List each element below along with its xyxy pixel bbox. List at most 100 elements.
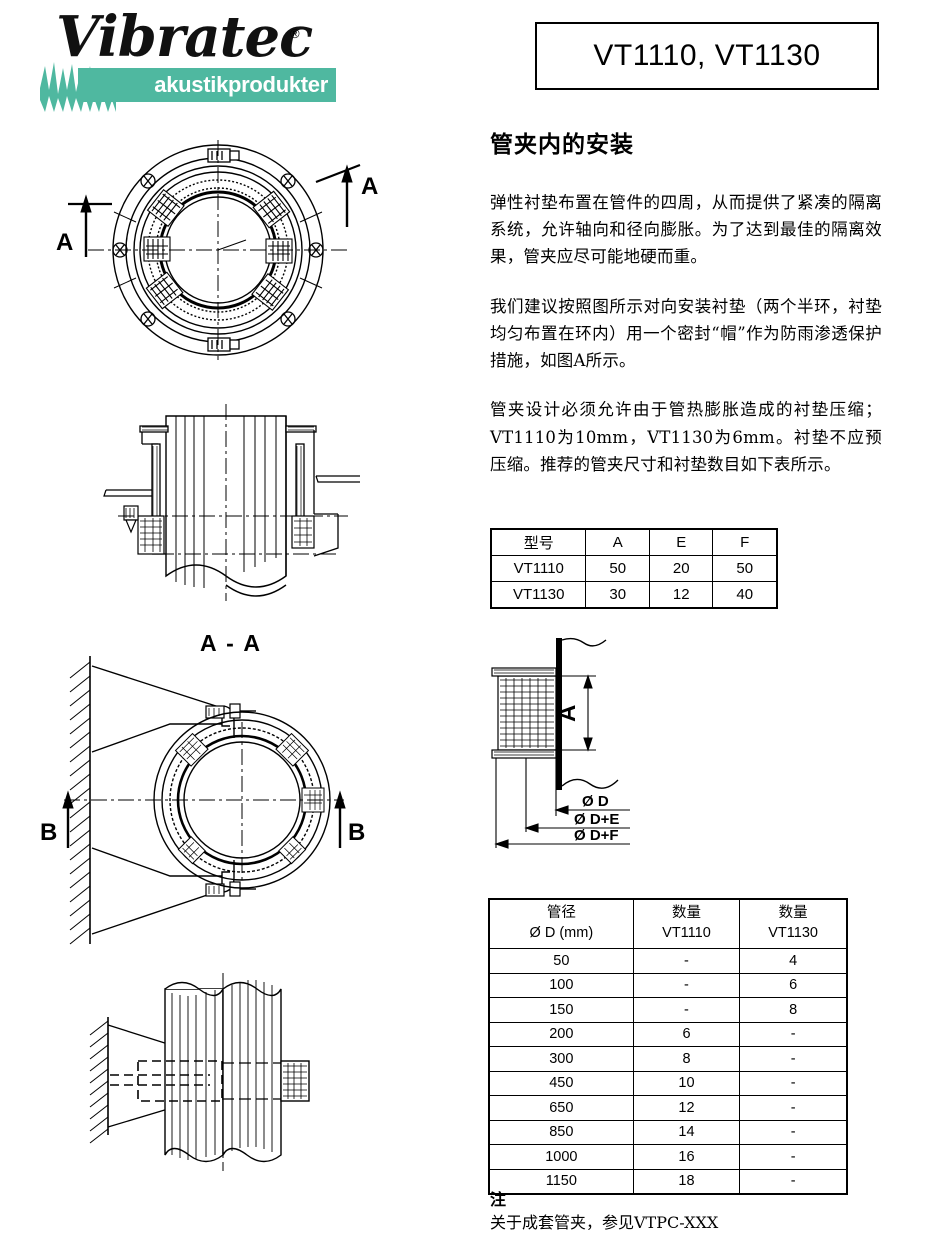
cell-model: VT1130 (490, 581, 587, 609)
dimension-label-d-plus-e: Ø D+E (574, 811, 619, 828)
dimension-d-plus-f (494, 758, 630, 849)
cell-diameter: 1000 (488, 1144, 634, 1170)
cell-e: 12 (648, 581, 714, 609)
cell-qty-vt1110: 18 (632, 1168, 741, 1195)
section-label-b-left: B (40, 819, 57, 846)
figure-dimension-diagram: A Ø D Ø D+E Ø D+F (491, 637, 630, 849)
column-header-a: A (585, 528, 650, 556)
table-row: 50-4 (488, 948, 848, 974)
column-header-model: 型号 (490, 528, 587, 556)
section-label-a-left: A (56, 229, 73, 256)
header-line-2: Ø D (mm) (529, 925, 594, 941)
registered-trademark-icon: ® (290, 26, 300, 41)
dimension-d-plus-e (524, 758, 630, 833)
note-block: 注 关于成套管夹，参见VTPC-XXX (490, 1186, 882, 1234)
header-line-2: VT1130 (768, 925, 818, 941)
cell-qty-vt1130: 6 (739, 972, 848, 998)
cell-diameter: 150 (488, 997, 634, 1023)
cell-diameter: 200 (488, 1021, 634, 1047)
product-title-box: VT1110, VT1130 (535, 22, 879, 90)
section-heading: 管夹内的安装 (490, 131, 634, 158)
cell-qty-vt1130: 8 (739, 997, 848, 1023)
cell-qty-vt1110: 10 (632, 1070, 741, 1096)
table-header-row: 型号 A E F (490, 528, 778, 556)
cell-diameter: 100 (488, 972, 634, 998)
bracket-bolt-bottom (205, 881, 256, 897)
table-row: VT1130 30 12 40 (490, 581, 778, 609)
cell-qty-vt1110: - (632, 972, 741, 998)
pipe-wall (556, 638, 562, 790)
cell-diameter: 650 (488, 1095, 634, 1121)
cell-qty-vt1110: - (632, 948, 741, 974)
content-column: 管夹内的安装 弹性衬垫布置在管件的四周，从而提供了紧凑的隔离系统，允许轴向和径向… (490, 125, 882, 500)
cell-qty-vt1130: - (739, 1021, 848, 1047)
cell-qty-vt1130: 4 (739, 948, 848, 974)
header-line-1: 数量 (671, 905, 701, 922)
table-row: 100-6 (488, 972, 848, 998)
paragraph-2: 我们建议按照图所示对向安装衬垫（两个半环，衬垫均匀布置在环内）用一个密封“帽”作… (490, 296, 882, 371)
section-label-b-right: B (348, 819, 365, 846)
cell-qty-vt1130: - (739, 1144, 848, 1170)
isolator-element (491, 667, 557, 759)
pipe-front (164, 981, 224, 1163)
cell-a: 30 (585, 581, 650, 609)
figure-clamp-front-view: A A (56, 140, 378, 360)
cell-qty-vt1110: - (632, 997, 741, 1023)
cell-diameter: 450 (488, 1070, 634, 1096)
cell-diameter: 50 (488, 948, 634, 974)
cell-e: 20 (648, 555, 714, 582)
header-line-1: 数量 (778, 905, 808, 922)
table-row: 150-8 (488, 997, 848, 1023)
cell-qty-vt1110: 8 (632, 1046, 741, 1072)
table-row: VT1110 50 20 50 (490, 555, 778, 582)
dimension-a (562, 674, 596, 752)
support-arms (103, 475, 360, 497)
wall-hatching (89, 1017, 109, 1144)
wall-hatching (69, 656, 91, 945)
column-header-f: F (712, 528, 778, 556)
page-title: VT1110, VT1130 (593, 39, 821, 72)
dimension-d (554, 758, 630, 816)
column-header-qty-vt1130: 数量 VT1130 (739, 898, 848, 949)
logo-subtitle: akustikprodukter (154, 72, 328, 97)
cell-qty-vt1130: - (739, 1070, 848, 1096)
cell-qty-vt1110: 14 (632, 1119, 741, 1145)
isolator-pad-block (280, 1060, 310, 1102)
logo-wordmark: Vibratec (56, 4, 313, 70)
cell-qty-vt1110: 6 (632, 1021, 741, 1047)
isolator-pads (143, 188, 293, 312)
header-line-1: 管径 (546, 905, 576, 922)
section-marker-a-right (315, 163, 361, 227)
cell-qty-vt1110: 16 (632, 1144, 741, 1170)
isolator-pad-right (291, 515, 315, 549)
cell-a: 50 (585, 555, 650, 582)
cell-diameter: 850 (488, 1119, 634, 1145)
figure-bracket-view: B B (40, 656, 365, 945)
cell-qty-vt1130: - (739, 1168, 848, 1195)
cell-qty-vt1130: - (739, 1119, 848, 1145)
figure-caption-a-a: A - A (200, 630, 262, 656)
brand-logo: Vibratec ® akustikprodukter (38, 4, 338, 112)
paragraph-3: 管夹设计必须允许由于管热膨胀造成的衬垫压缩；VT1110为10mm，VT1130… (490, 400, 882, 474)
cell-f: 40 (712, 581, 778, 609)
cell-model: VT1110 (490, 555, 587, 582)
cell-diameter: 300 (488, 1046, 634, 1072)
figure-section-a-a (103, 404, 360, 601)
break-lines (561, 637, 619, 789)
cell-f: 50 (712, 555, 778, 582)
bracket-bolt-top (205, 703, 256, 719)
table-header-row: 管径 Ø D (mm) 数量 VT1110 数量 VT1130 (488, 898, 848, 949)
isolator-pad-left (137, 515, 165, 555)
column-header-pipe-diameter: 管径 Ø D (mm) (488, 898, 634, 949)
paragraph-1: 弹性衬垫布置在管件的四周，从而提供了紧凑的隔离系统，允许轴向和径向膨胀。为了达到… (490, 193, 882, 267)
dimension-label-d: Ø D (582, 793, 609, 810)
cell-qty-vt1130: - (739, 1095, 848, 1121)
cell-diameter: 1150 (488, 1168, 634, 1195)
model-dimensions-table: 型号 A E F VT1110 50 20 50 VT1130 30 12 40 (490, 528, 778, 609)
